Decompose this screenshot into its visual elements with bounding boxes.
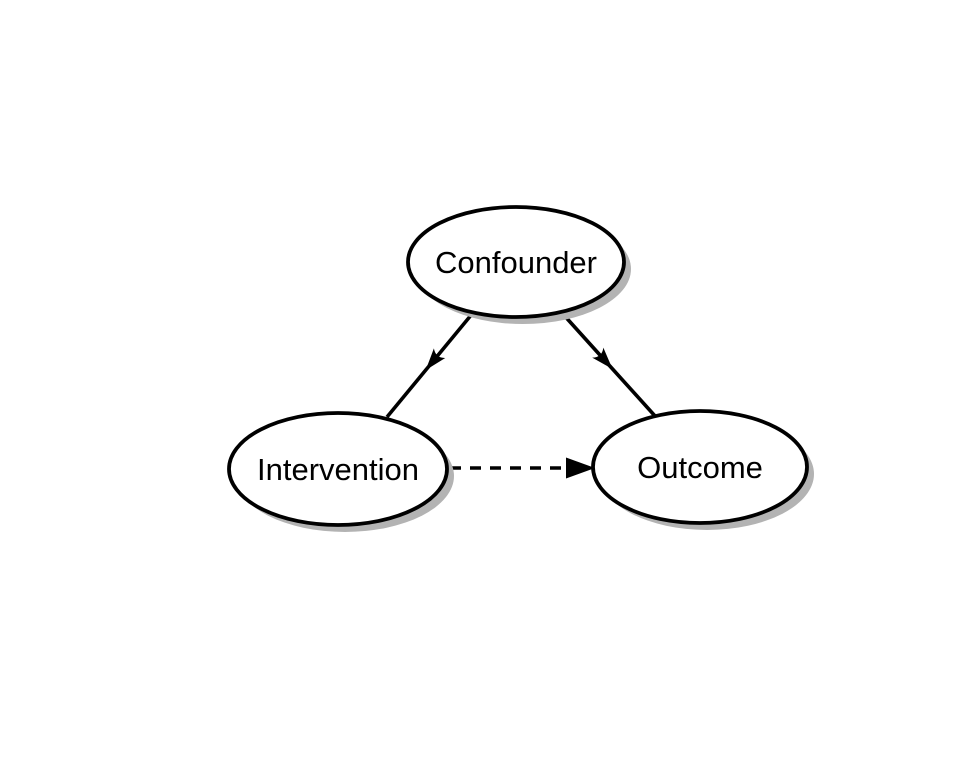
node-ellipse: [406, 205, 626, 319]
arrowhead-icon: [566, 457, 595, 479]
node-confounder: Confounder: [406, 205, 631, 324]
node-ellipse: [591, 409, 809, 525]
edges: [385, 311, 657, 479]
node-ellipse: [227, 411, 449, 527]
node-outcome: Outcome: [591, 409, 814, 530]
node-intervention: Intervention: [227, 411, 454, 532]
node-label-outcome: Outcome: [637, 450, 763, 485]
node-label-intervention: Intervention: [257, 452, 419, 487]
node-label-confounder: Confounder: [435, 245, 597, 280]
edge-confounder-to-outcome: [560, 311, 657, 418]
edge-confounder-to-intervention: [385, 312, 474, 419]
edge-intervention-to-outcome: [450, 457, 595, 479]
